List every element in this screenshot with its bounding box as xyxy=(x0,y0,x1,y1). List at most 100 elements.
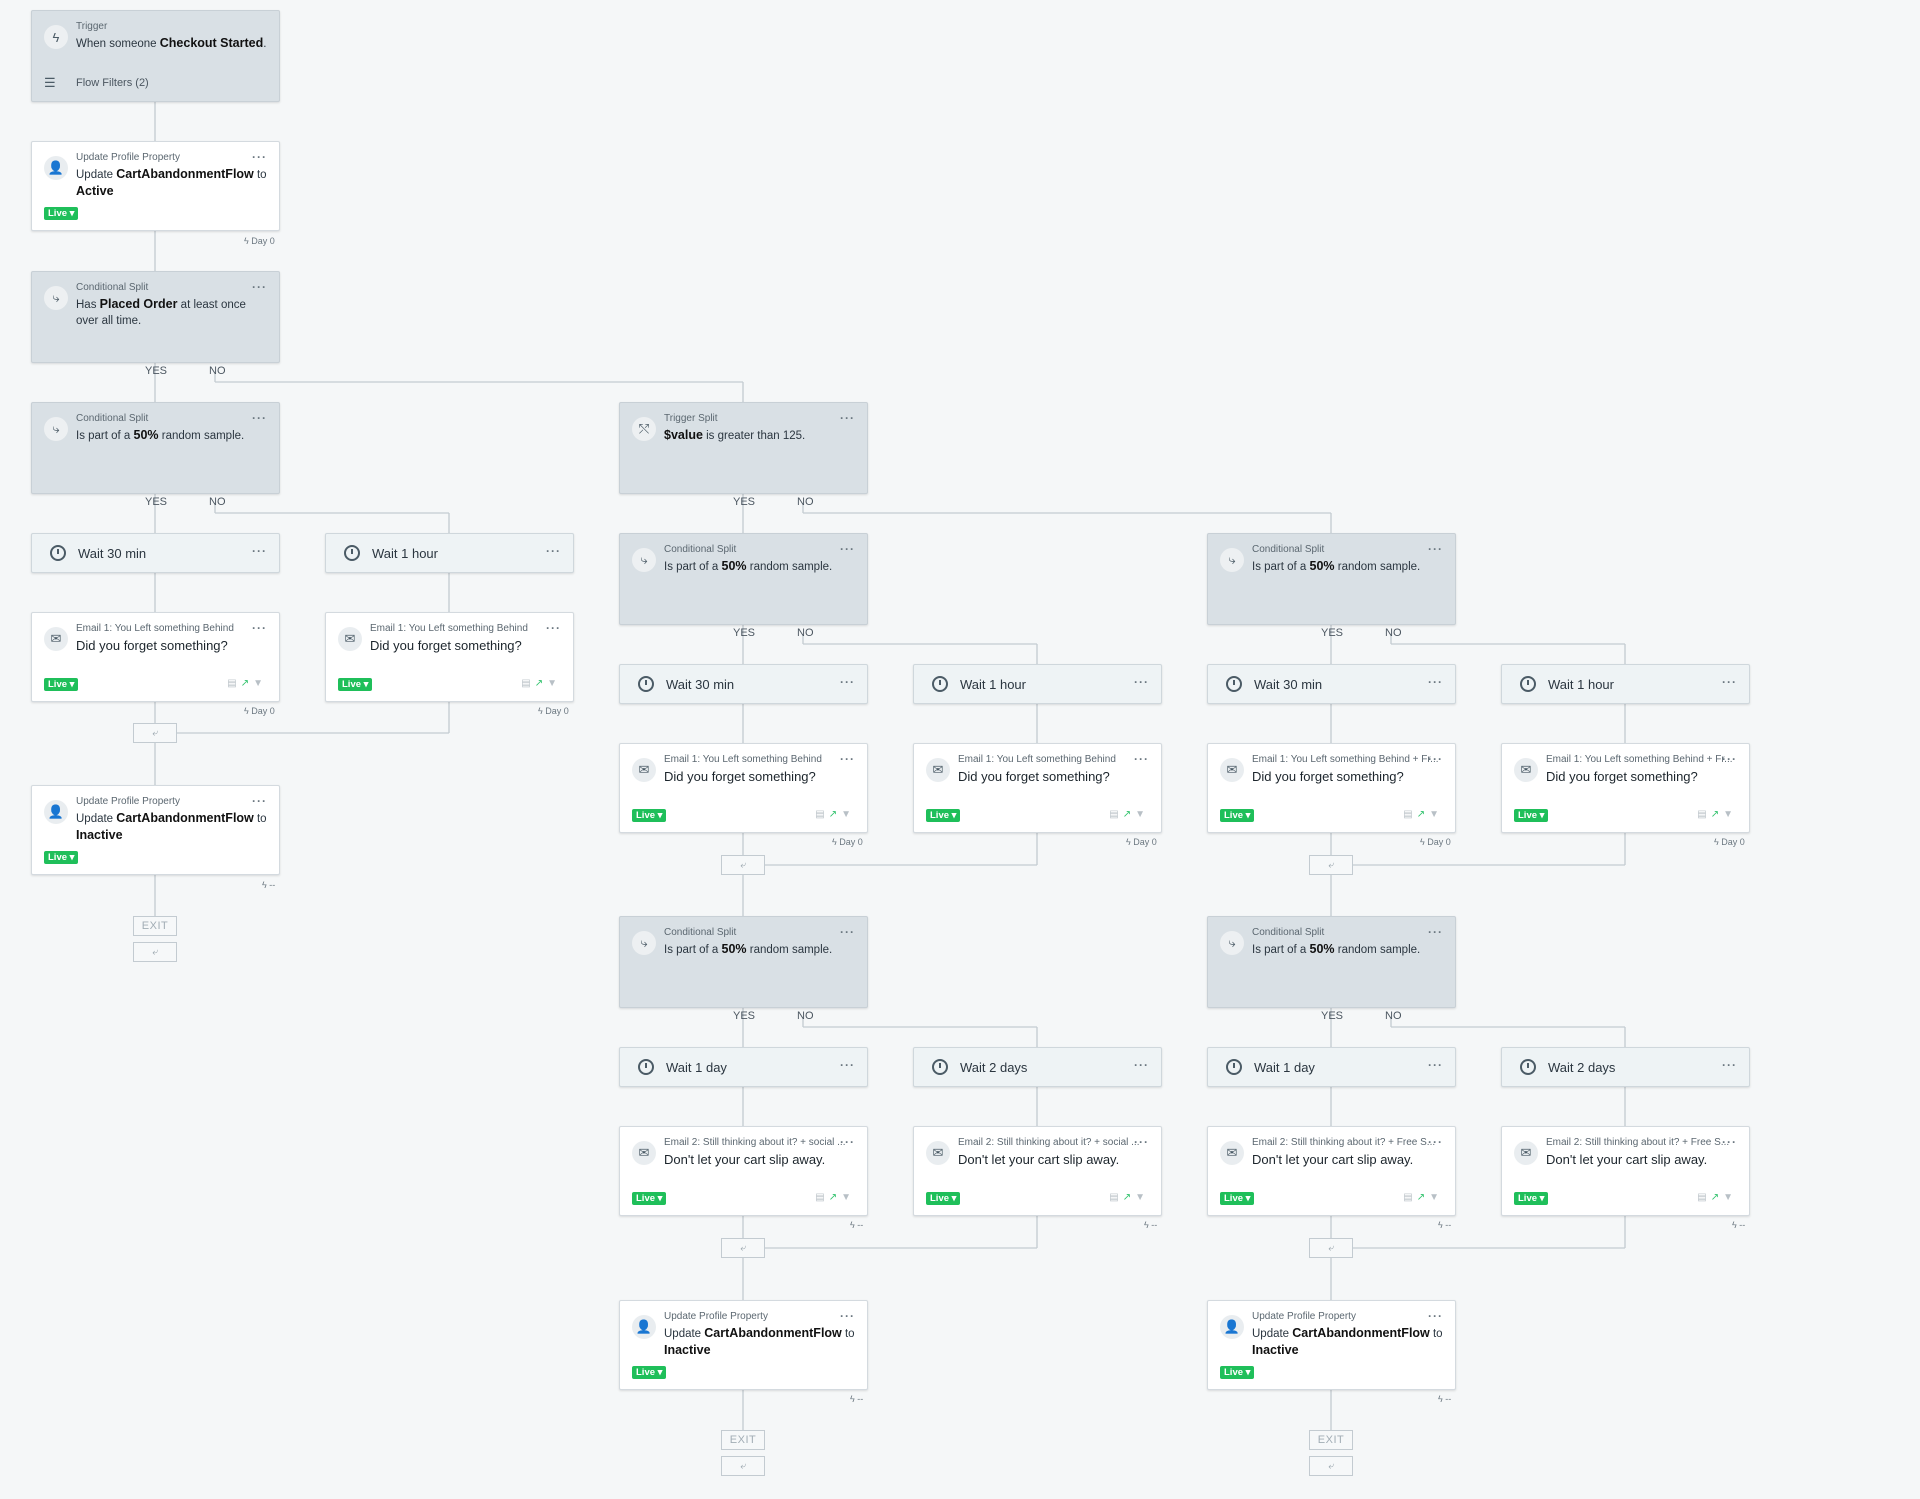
email-node[interactable]: ✉ Email 2: Still thinking about it? + so… xyxy=(913,1126,1162,1216)
email-node[interactable]: ✉ Email 1: You Left something Behind Did… xyxy=(325,612,574,702)
more-menu-button[interactable]: ··· xyxy=(1428,1135,1443,1149)
live-status-dropdown[interactable]: Live ▾ xyxy=(926,809,961,822)
more-menu-button[interactable]: ··· xyxy=(1428,925,1443,939)
live-status-dropdown[interactable]: Live ▾ xyxy=(44,207,79,220)
wait-node-2-days[interactable]: Wait 2 days ··· xyxy=(913,1047,1162,1087)
email-action-icons[interactable]: ▤↗▼ xyxy=(1403,1192,1443,1203)
live-status-dropdown[interactable]: Live ▾ xyxy=(1514,809,1549,822)
more-menu-button[interactable]: ··· xyxy=(546,544,561,558)
live-status-dropdown[interactable]: Live ▾ xyxy=(632,1366,667,1379)
more-menu-button[interactable]: ··· xyxy=(1428,1058,1443,1072)
more-menu-button[interactable]: ··· xyxy=(252,621,267,635)
conditional-split-sample-e[interactable]: ⤷ Conditional Split Is part of a 50% ran… xyxy=(1207,916,1456,1008)
more-menu-button[interactable]: ··· xyxy=(1428,675,1443,689)
wait-node-1-hour[interactable]: Wait 1 hour ··· xyxy=(1501,664,1750,704)
live-status-dropdown[interactable]: Live ▾ xyxy=(1220,809,1255,822)
live-status-dropdown[interactable]: Live ▾ xyxy=(632,1192,667,1205)
email-node[interactable]: ✉ Email 2: Still thinking about it? + Fr… xyxy=(1207,1126,1456,1216)
email-node[interactable]: ✉ Email 1: You Left something Behind Did… xyxy=(619,743,868,833)
more-menu-button[interactable]: ··· xyxy=(1722,675,1737,689)
more-menu-button[interactable]: ··· xyxy=(252,280,267,294)
more-menu-button[interactable]: ··· xyxy=(1428,1309,1443,1323)
wait-node-30-min[interactable]: Wait 30 min ··· xyxy=(619,664,868,704)
email-node[interactable]: ✉ Email 1: You Left something Behind Did… xyxy=(913,743,1162,833)
wait-node-1-day[interactable]: Wait 1 day ··· xyxy=(1207,1047,1456,1087)
more-menu-button[interactable]: ··· xyxy=(252,411,267,425)
more-menu-button[interactable]: ··· xyxy=(1722,1135,1737,1149)
more-menu-button[interactable]: ··· xyxy=(840,675,855,689)
conditional-split-sample-c[interactable]: ⤷ Conditional Split Is part of a 50% ran… xyxy=(1207,533,1456,625)
email-action-icons[interactable]: ▤↗▼ xyxy=(815,1192,855,1203)
more-menu-button[interactable]: ··· xyxy=(840,752,855,766)
live-status-dropdown[interactable]: Live ▾ xyxy=(1514,1192,1549,1205)
merge-node[interactable]: ⤶ xyxy=(721,1456,765,1476)
wait-label: Wait 30 min xyxy=(78,546,147,561)
more-menu-button[interactable]: ··· xyxy=(252,544,267,558)
merge-node[interactable]: ⤶ xyxy=(721,1238,765,1258)
email-action-icons[interactable]: ▤↗▼ xyxy=(1697,1192,1737,1203)
live-status-dropdown[interactable]: Live ▾ xyxy=(1220,1192,1255,1205)
live-status-dropdown[interactable]: Live ▾ xyxy=(632,809,667,822)
merge-node[interactable]: ⤶ xyxy=(721,855,765,875)
more-menu-button[interactable]: ··· xyxy=(546,621,561,635)
conditional-split-placed-order[interactable]: ⤷ Conditional Split Has Placed Order at … xyxy=(31,271,280,363)
live-status-dropdown[interactable]: Live ▾ xyxy=(44,851,79,864)
more-menu-button[interactable]: ··· xyxy=(1134,1135,1149,1149)
more-menu-button[interactable]: ··· xyxy=(1722,1058,1737,1072)
wait-node-1-hour[interactable]: Wait 1 hour ··· xyxy=(913,664,1162,704)
more-menu-button[interactable]: ··· xyxy=(840,1309,855,1323)
more-menu-button[interactable]: ··· xyxy=(252,794,267,808)
update-profile-active-node[interactable]: 👤 Update Profile Property Update CartAba… xyxy=(31,141,280,231)
merge-node[interactable]: ⤶ xyxy=(133,942,177,962)
more-menu-button[interactable]: ··· xyxy=(840,542,855,556)
update-profile-inactive-node[interactable]: 👤 Update Profile Property Update CartAba… xyxy=(31,785,280,875)
merge-node[interactable]: ⤶ xyxy=(133,723,177,743)
email-action-icons[interactable]: ▤↗▼ xyxy=(1403,809,1443,820)
merge-node[interactable]: ⤶ xyxy=(1309,855,1353,875)
email-action-icons[interactable]: ▤↗▼ xyxy=(1109,809,1149,820)
conditional-split-sample-a[interactable]: ⤷ Conditional Split Is part of a 50% ran… xyxy=(31,402,280,494)
more-menu-button[interactable]: ··· xyxy=(840,1058,855,1072)
more-menu-button[interactable]: ··· xyxy=(1428,542,1443,556)
trigger-node[interactable]: ϟ Trigger When someone Checkout Started.… xyxy=(31,10,280,102)
wait-node-1-day[interactable]: Wait 1 day ··· xyxy=(619,1047,868,1087)
clock-icon xyxy=(636,674,656,694)
live-status-dropdown[interactable]: Live ▾ xyxy=(44,678,79,691)
day-label: ϟ Day 0 xyxy=(1714,837,1745,847)
email-action-icons[interactable]: ▤↗▼ xyxy=(521,678,561,689)
email-action-icons[interactable]: ▤↗▼ xyxy=(227,678,267,689)
wait-node-1-hour[interactable]: Wait 1 hour ··· xyxy=(325,533,574,573)
more-menu-button[interactable]: ··· xyxy=(1428,752,1443,766)
more-menu-button[interactable]: ··· xyxy=(1134,752,1149,766)
wait-node-30-min[interactable]: Wait 30 min ··· xyxy=(1207,664,1456,704)
flow-filters-link[interactable]: Flow Filters (2) xyxy=(76,77,149,89)
email-node[interactable]: ✉ Email 1: You Left something Behind Did… xyxy=(31,612,280,702)
email-action-icons[interactable]: ▤↗▼ xyxy=(1697,809,1737,820)
email-node[interactable]: ✉ Email 2: Still thinking about it? + so… xyxy=(619,1126,868,1216)
conditional-split-sample-d[interactable]: ⤷ Conditional Split Is part of a 50% ran… xyxy=(619,916,868,1008)
more-menu-button[interactable]: ··· xyxy=(1722,752,1737,766)
live-status-dropdown[interactable]: Live ▾ xyxy=(926,1192,961,1205)
email-action-icons[interactable]: ▤↗▼ xyxy=(815,809,855,820)
more-menu-button[interactable]: ··· xyxy=(840,411,855,425)
conditional-split-sample-b[interactable]: ⤷ Conditional Split Is part of a 50% ran… xyxy=(619,533,868,625)
more-menu-button[interactable]: ··· xyxy=(1134,1058,1149,1072)
live-status-dropdown[interactable]: Live ▾ xyxy=(1220,1366,1255,1379)
email-node[interactable]: ✉ Email 1: You Left something Behind + F… xyxy=(1207,743,1456,833)
more-menu-button[interactable]: ··· xyxy=(840,1135,855,1149)
wait-node-2-days[interactable]: Wait 2 days ··· xyxy=(1501,1047,1750,1087)
email-action-icons[interactable]: ▤↗▼ xyxy=(1109,1192,1149,1203)
live-status-dropdown[interactable]: Live ▾ xyxy=(338,678,373,691)
wait-label: Wait 30 min xyxy=(666,677,735,692)
update-profile-inactive-node[interactable]: 👤 Update Profile Property Update CartAba… xyxy=(619,1300,868,1390)
merge-node[interactable]: ⤶ xyxy=(1309,1456,1353,1476)
more-menu-button[interactable]: ··· xyxy=(840,925,855,939)
more-menu-button[interactable]: ··· xyxy=(1134,675,1149,689)
merge-node[interactable]: ⤶ xyxy=(1309,1238,1353,1258)
more-menu-button[interactable]: ··· xyxy=(252,150,267,164)
wait-node-30-min[interactable]: Wait 30 min ··· xyxy=(31,533,280,573)
email-node[interactable]: ✉ Email 2: Still thinking about it? + Fr… xyxy=(1501,1126,1750,1216)
email-node[interactable]: ✉ Email 1: You Left something Behind + F… xyxy=(1501,743,1750,833)
update-profile-inactive-node[interactable]: 👤 Update Profile Property Update CartAba… xyxy=(1207,1300,1456,1390)
trigger-split-value[interactable]: ⤲ Trigger Split $value is greater than 1… xyxy=(619,402,868,494)
